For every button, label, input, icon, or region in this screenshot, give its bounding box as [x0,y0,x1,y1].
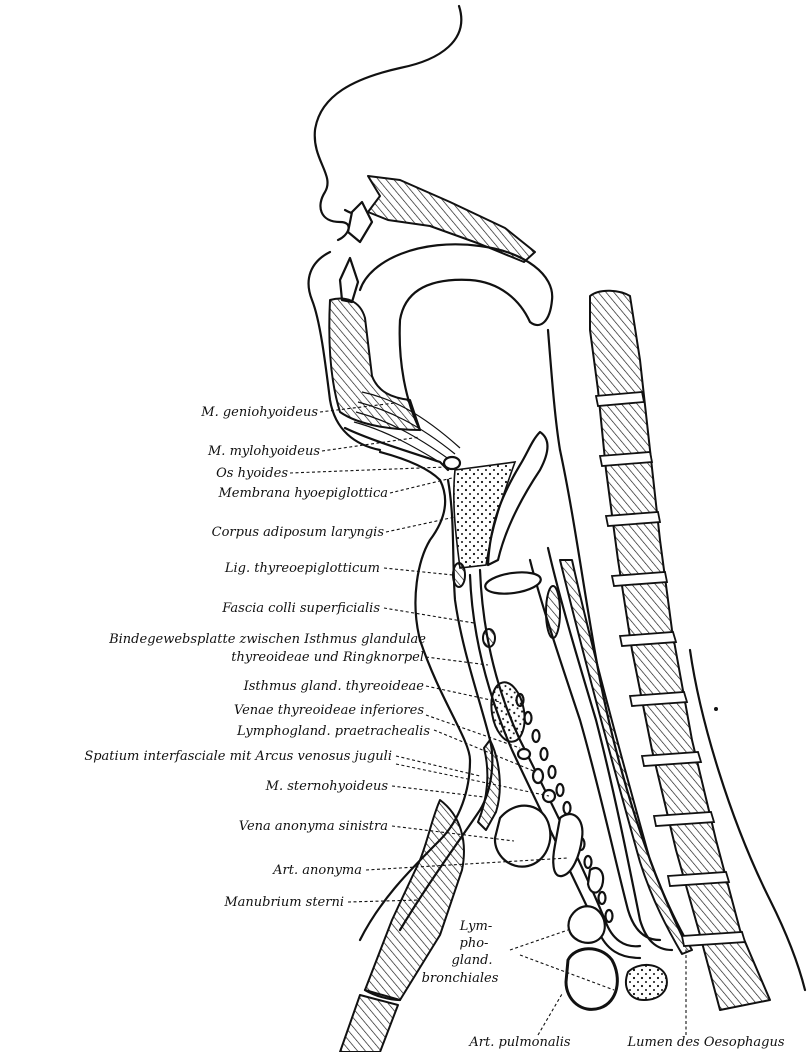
left-brachiocephalic-vein [495,806,550,867]
hyoid-bone [444,457,460,469]
label-lymphogland-bronchiales-3: gland. [451,953,492,968]
label-m-sternohyoideus: M. sternohyoideus [265,779,389,794]
connective-plate [483,629,495,647]
label-corpus-adiposum-laryngis: Corpus adiposum laryngis [212,525,385,540]
label-lig-thyreoepiglotticum: Lig. thyreoepiglotticum [224,561,380,576]
label-fascia-colli-superficialis: Fascia colli superficialis [221,601,380,616]
label-lymphogland-praetrachealis: Lymphogland. praetrachealis [236,724,430,739]
pretracheal-lymph-node [533,769,543,783]
label-spatium-interfasciale: Spatium interfasciale mit Arcus venosus … [84,749,392,764]
label-lumen-des-oesophagus: Lumen des Oesophagus [626,1035,784,1050]
cricoid-ring [484,569,542,597]
label-m-geniohyoideus: M. geniohyoideus [200,405,318,420]
upper-incisor [348,202,372,242]
sternum-lower [340,995,398,1052]
label-lymphogland-bronchiales-4: bronchiales [422,971,499,986]
mandible [329,299,420,430]
bronchial-lymph-node-upper [569,906,605,943]
pulmonary-artery [566,949,617,1010]
thyroid-isthmus [487,680,529,745]
label-lymphogland-bronchiales-1: Lym- [459,919,492,934]
inferior-thyroid-vein [518,749,530,759]
pharynx-posterior-wall [548,330,560,450]
sternohyoid-muscle [478,740,500,830]
label-m-mylohyoideus: M. mylohyoideus [207,444,320,459]
label-os-hyoides: Os hyoides [216,466,288,481]
palate [368,176,535,262]
label-membrana-hyoepiglottica: Membrana hyoepiglottica [217,486,388,501]
label-lymphogland-bronchiales-2: pho- [460,936,489,951]
brachiocephalic-artery [553,814,582,876]
label-art-pulmonalis: Art. pulmonalis [468,1035,571,1050]
label-art-anonyma: Art. anonyma [272,863,362,878]
label-bindegewebsplatte-line2: thyreoideae und Ringknorpel [231,650,424,665]
label-venae-thyreoideae-inferiores: Venae thyreoideae inferiores [234,703,424,718]
lower-incisor [340,258,358,302]
label-manubrium-sterni: Manubrium sterni [223,895,344,910]
dot-marker [714,707,718,711]
label-bindegewebsplatte-line1: Bindegewebsplatte zwischen Isthmus gland… [108,632,426,647]
label-vena-anonyma-sinistra: Vena anonyma sinistra [239,819,388,834]
bronchial-lymph-node-lower [626,965,667,1000]
arytenoid [546,586,560,638]
vessel-small [588,868,603,893]
label-isthmus-gland-thyreoideae: Isthmus gland. thyreoideae [243,679,425,694]
